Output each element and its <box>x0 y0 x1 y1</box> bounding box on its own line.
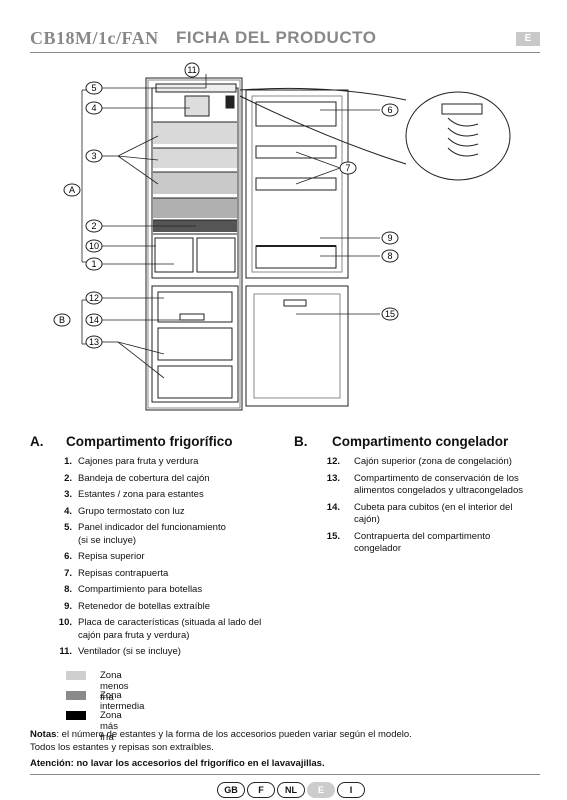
freezer-compartment <box>151 285 239 403</box>
legend-label: Zona intermedia <box>100 690 145 712</box>
zone-intermediate <box>153 198 237 218</box>
list-item: 14.Cubeta para cubitos (en el interior d… <box>326 501 513 526</box>
callout-7: 7 <box>345 163 350 173</box>
lang-nl[interactable]: NL <box>277 782 305 798</box>
callout-3: 3 <box>91 151 96 161</box>
list-item: 9.Retenedor de botellas extraíble <box>64 600 211 612</box>
callout-2: 2 <box>91 221 96 231</box>
section-b-list: 12.Cajón superior (zona de congelación) … <box>318 456 538 560</box>
freezer-drawer-middle <box>157 327 233 361</box>
swatch-less-cold <box>66 671 86 680</box>
attention-note: Atención: no lavar los accesorios del fr… <box>30 758 325 769</box>
fridge-body <box>145 77 243 411</box>
crisper-drawer-left <box>154 237 194 273</box>
callout-10: 10 <box>89 241 99 251</box>
footer-divider <box>30 774 540 775</box>
list-item: 4.Grupo termostato con luz <box>64 505 185 517</box>
callout-4: 4 <box>91 103 96 113</box>
language-tag: E <box>516 32 540 46</box>
callout-12: 12 <box>89 293 99 303</box>
callout-15: 15 <box>385 309 395 319</box>
lang-f[interactable]: F <box>247 782 275 798</box>
callout-14: 14 <box>89 315 99 325</box>
door-shelf-2 <box>255 177 337 191</box>
freezer-drawer-bottom <box>157 365 233 399</box>
section-b-title: Compartimento congelador <box>332 434 509 449</box>
list-item: 10.Placa de características (situada al … <box>58 617 262 641</box>
section-a-letter: A. <box>30 434 44 449</box>
list-item: 5.Panel indicador del funcionamiento(si … <box>64 522 226 546</box>
callout-6: 6 <box>387 105 392 115</box>
callout-11: 11 <box>187 65 196 75</box>
freezer-door <box>245 285 349 407</box>
callout-1: 1 <box>91 259 96 269</box>
list-item: 12.Cajón superior (zona de congelación) <box>326 456 512 467</box>
list-item: 3.Estantes / zona para estantes <box>64 489 204 500</box>
list-item: 1.Cajones para fruta y verdura <box>64 456 199 467</box>
section-a-title: Compartimento frigorífico <box>66 434 233 449</box>
lang-e[interactable]: E <box>307 782 335 798</box>
zone-less-cold <box>153 122 237 144</box>
callout-5: 5 <box>91 83 96 93</box>
lang-gb[interactable]: GB <box>217 782 245 798</box>
list-item: 2.Bandeja de cobertura del cajón <box>64 472 210 484</box>
section-b-letter: B. <box>294 434 308 449</box>
list-item: 7.Repisas contrapuerta <box>64 567 169 579</box>
callout-13: 13 <box>89 337 99 347</box>
list-item: 6.Repisa superior <box>64 551 145 562</box>
swatch-coldest <box>66 711 86 720</box>
section-a-list: 1.Cajones para fruta y verdura 2.Bandeja… <box>50 456 290 663</box>
bottle-compartment <box>255 245 337 269</box>
callout-8: 8 <box>387 251 392 261</box>
fridge-door <box>245 89 349 279</box>
list-item: 8.Compartimiento para botellas <box>64 584 203 595</box>
callout-a: A <box>69 185 75 195</box>
door-shelf-top <box>255 101 337 127</box>
list-item: 11.Ventilador (si se incluye) <box>59 646 181 657</box>
legend-label: Zona más fría <box>100 710 122 743</box>
lang-i[interactable]: I <box>337 782 365 798</box>
page-header: CB18M/1c/FAN FICHA DEL PRODUCTO E <box>30 28 540 52</box>
callout-9: 9 <box>387 233 392 243</box>
freezer-drawer-top <box>157 291 233 323</box>
swatch-intermediate <box>66 691 86 700</box>
notes: Notas: el número de estantes y la forma … <box>30 729 412 753</box>
legend-label: Zona menos fría <box>100 670 129 703</box>
door-shelf-1 <box>255 145 337 159</box>
page-title: FICHA DEL PRODUCTO <box>176 28 377 47</box>
crisper-drawer-right <box>196 237 236 273</box>
model-code: CB18M/1c/FAN <box>30 28 159 48</box>
callout-b: B <box>59 315 65 325</box>
fridge-diagram: 11 5 4 3 A 2 10 1 12 B 14 13 6 7 9 8 15 <box>53 62 511 411</box>
header-divider <box>30 52 540 53</box>
fan-detail-ellipse <box>405 91 511 181</box>
